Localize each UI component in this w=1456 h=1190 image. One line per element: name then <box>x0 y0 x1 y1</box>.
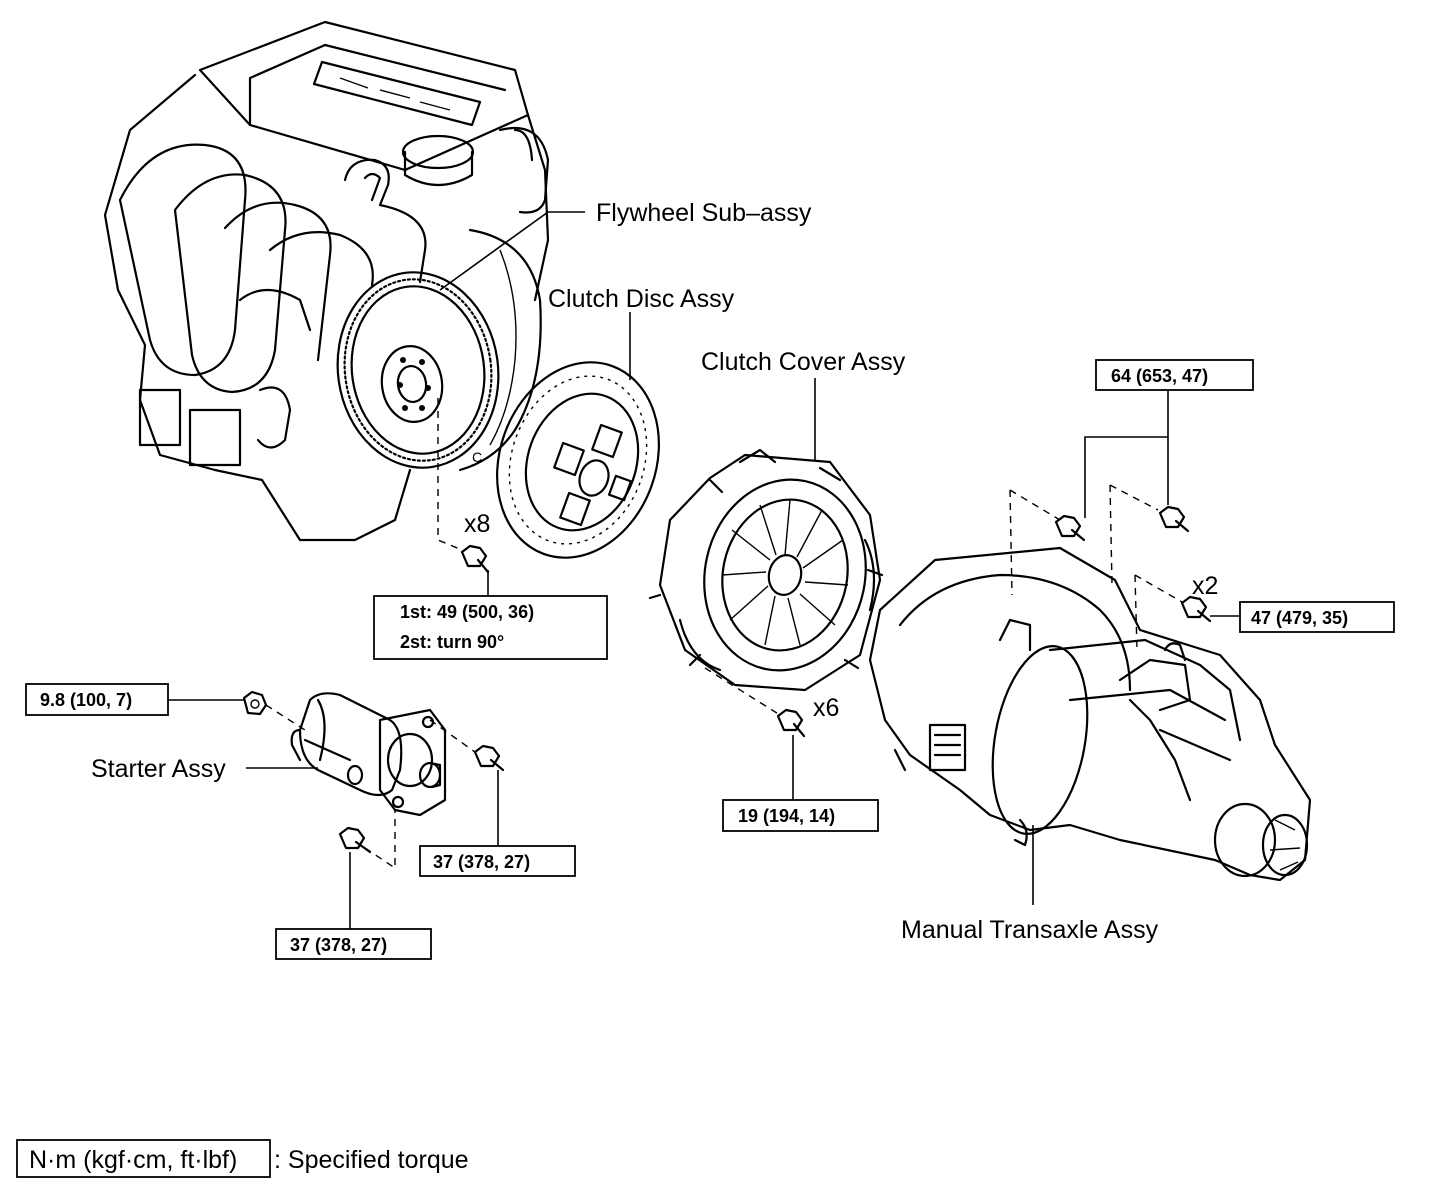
flywheel-bolt-icon <box>460 544 490 574</box>
svg-text:37 (378, 27): 37 (378, 27) <box>290 935 387 955</box>
bolt-icons <box>242 505 1212 854</box>
svg-text:64 (653, 47): 64 (653, 47) <box>1111 366 1208 386</box>
leader-lines <box>168 211 1240 930</box>
starter-nut-icon <box>242 690 268 716</box>
flywheel-torque-1st: 1st: 49 (500, 36) <box>400 602 534 622</box>
svg-text:47 (479, 35): 47 (479, 35) <box>1251 608 1348 628</box>
legend-meaning: : Specified torque <box>274 1146 469 1174</box>
starter-drawing <box>290 692 447 817</box>
engine-drawing: C <box>103 20 550 542</box>
clutch-cover-label: Clutch Cover Assy <box>701 348 906 376</box>
transaxle-bolt-right-icon <box>1158 505 1190 533</box>
torque-box-transaxle-upper: 64 (653, 47) <box>1095 359 1254 391</box>
clutch-cover-drawing <box>648 448 884 692</box>
transaxle-label: Manual Transaxle Assy <box>901 916 1159 944</box>
svg-text:C: C <box>472 449 482 465</box>
cover-bolt-icon <box>776 708 806 738</box>
clutch-disc-label: Clutch Disc Assy <box>548 285 735 313</box>
svg-text:37 (378, 27): 37 (378, 27) <box>433 852 530 872</box>
dashed-assembly-lines <box>265 398 1183 870</box>
cover-bolt-count: x6 <box>813 694 839 722</box>
transaxle-bolt-side-icon <box>1180 595 1212 623</box>
svg-text:19 (194, 14): 19 (194, 14) <box>738 806 835 826</box>
torque-box-starter-nut: 9.8 (100, 7) <box>25 683 169 716</box>
starter-label: Starter Assy <box>91 755 226 783</box>
flywheel-bolt-count: x8 <box>464 510 490 538</box>
flywheel-label: Flywheel Sub–assy <box>596 199 812 227</box>
starter-bolt-upper-icon <box>473 744 505 772</box>
transaxle-bolt-count: x2 <box>1192 572 1218 600</box>
flywheel-drawing <box>336 271 500 469</box>
transaxle-bolt-left-icon <box>1054 514 1086 542</box>
torque-box-starter-upper: 37 (378, 27) <box>419 845 576 877</box>
clutch-disc-drawing <box>496 361 660 559</box>
torque-box-transaxle-side: 47 (479, 35) <box>1239 601 1395 633</box>
torque-legend: N·m (kgf·cm, ft·lbf) : Specified torque <box>16 1139 469 1178</box>
svg-text:9.8 (100, 7): 9.8 (100, 7) <box>40 690 132 710</box>
flywheel-torque-2nd: 2st: turn 90° <box>400 632 504 652</box>
transaxle-drawing <box>868 546 1312 882</box>
torque-box-flywheel: 1st: 49 (500, 36) 2st: turn 90° <box>373 595 608 660</box>
torque-box-cover: 19 (194, 14) <box>722 799 879 832</box>
torque-box-starter-lower: 37 (378, 27) <box>275 928 432 960</box>
legend-unit-box: N·m (kgf·cm, ft·lbf) <box>29 1146 237 1174</box>
